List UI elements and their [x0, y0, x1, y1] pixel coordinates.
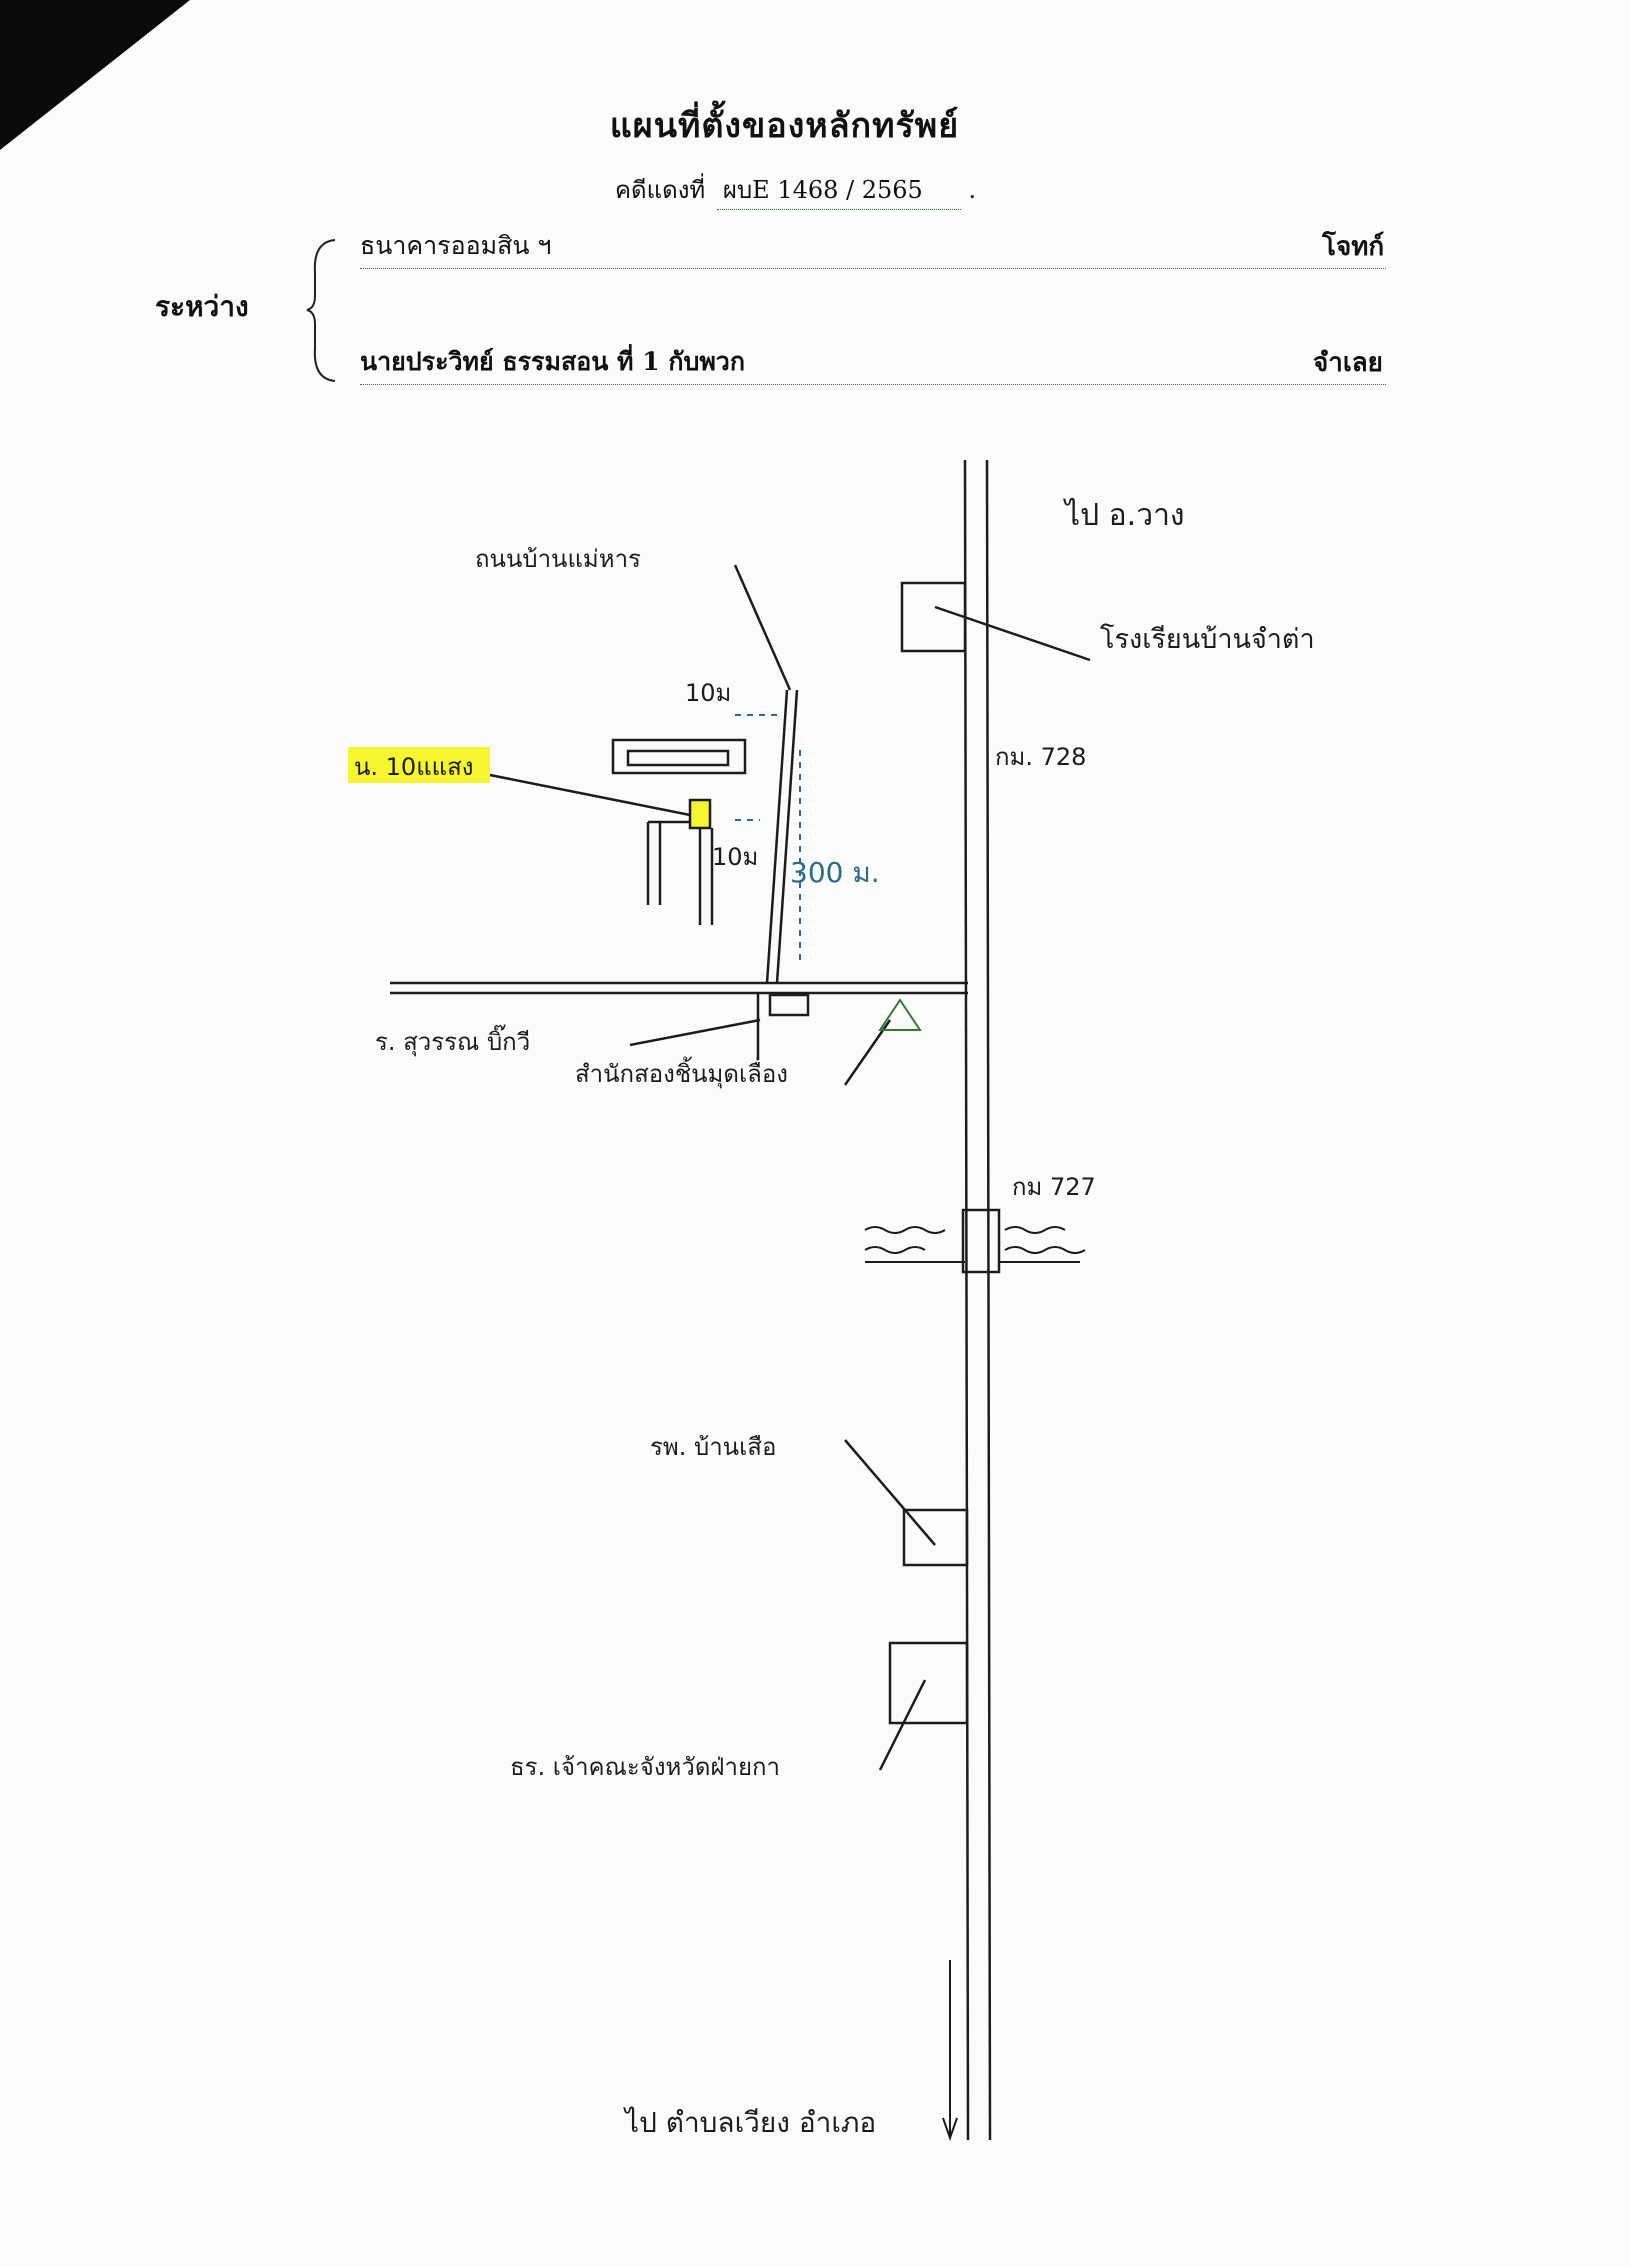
- case-label: คดีแดงที่: [615, 176, 706, 204]
- km-upper: กม. 728: [995, 743, 1086, 771]
- pointer-property: [489, 773, 691, 817]
- pointer-temple: [878, 1679, 927, 1771]
- scan-corner-shadow: [0, 0, 190, 150]
- km-lower: กม 727: [1012, 1173, 1096, 1201]
- plaintiff-name: ธนาคารออมสิน ฯ: [360, 226, 1386, 269]
- distance-top: 10ม: [685, 679, 731, 707]
- pointer-road: [733, 564, 792, 691]
- south-arrow-icon: [942, 2117, 958, 2142]
- case-dot: .: [968, 176, 977, 204]
- temple-box: [888, 1641, 969, 1725]
- plaintiff-role: โจทก์: [1322, 232, 1385, 262]
- side-road-left: [765, 689, 789, 984]
- distance-road: 300 ม.: [790, 856, 880, 889]
- shop-label: ร. สุวรรณ บิ๊กวี: [375, 1024, 530, 1057]
- property-label: น. 10แแสง: [354, 753, 474, 781]
- police-triangle-icon: [878, 998, 922, 1031]
- case-number: ผบE 1468 / 2565: [716, 170, 961, 210]
- party-brace: [306, 239, 336, 382]
- temple-label: ธร. เจ้าคณะจังหวัดฝ่ายกา: [510, 1753, 780, 1781]
- water-stream: [864, 1226, 1086, 1263]
- police-box: [768, 993, 810, 1017]
- hospital-box: [902, 1508, 969, 1567]
- property-label-highlight: [348, 747, 490, 783]
- case-line: คดีแดงที่ ผบE 1468 / 2565 .: [615, 170, 976, 210]
- page-title: แผนที่ตั้งของหลักทรัพย์: [609, 106, 960, 146]
- school-box: [900, 581, 967, 653]
- side-road-right: [775, 689, 799, 984]
- property-plot: [688, 798, 712, 830]
- direction-south: ไป ตำบลเวียง อำเภอ: [623, 2106, 876, 2139]
- defendant-role: จำเลย: [1313, 348, 1383, 378]
- highway-right-edge: [985, 459, 992, 2141]
- pointer-shop: [629, 1018, 761, 1047]
- between-label: ระหว่าง: [155, 290, 249, 323]
- highway-left-edge: [963, 459, 970, 2141]
- distance-mid: 10ม: [712, 843, 758, 871]
- police-label: สำนักสองชิ้นมุดเลื่อง: [575, 1056, 788, 1089]
- school-label: โรงเรียนบ้านจำต่า: [1100, 624, 1315, 655]
- direction-north: ไป อ.วาง: [1063, 497, 1185, 533]
- road-entrance-label: ถนนบ้านแม่หาร: [475, 545, 641, 573]
- hospital-label: รพ. บ้านเสือ: [650, 1433, 776, 1461]
- pointer-school: [934, 605, 1091, 662]
- defendant-name: นายประวิทย์ ธรรมสอน ที่ 1 กับพวก: [360, 342, 1386, 385]
- bridge: [961, 1208, 1001, 1274]
- pointer-hospital: [844, 1439, 936, 1546]
- property-building-top: [611, 738, 747, 775]
